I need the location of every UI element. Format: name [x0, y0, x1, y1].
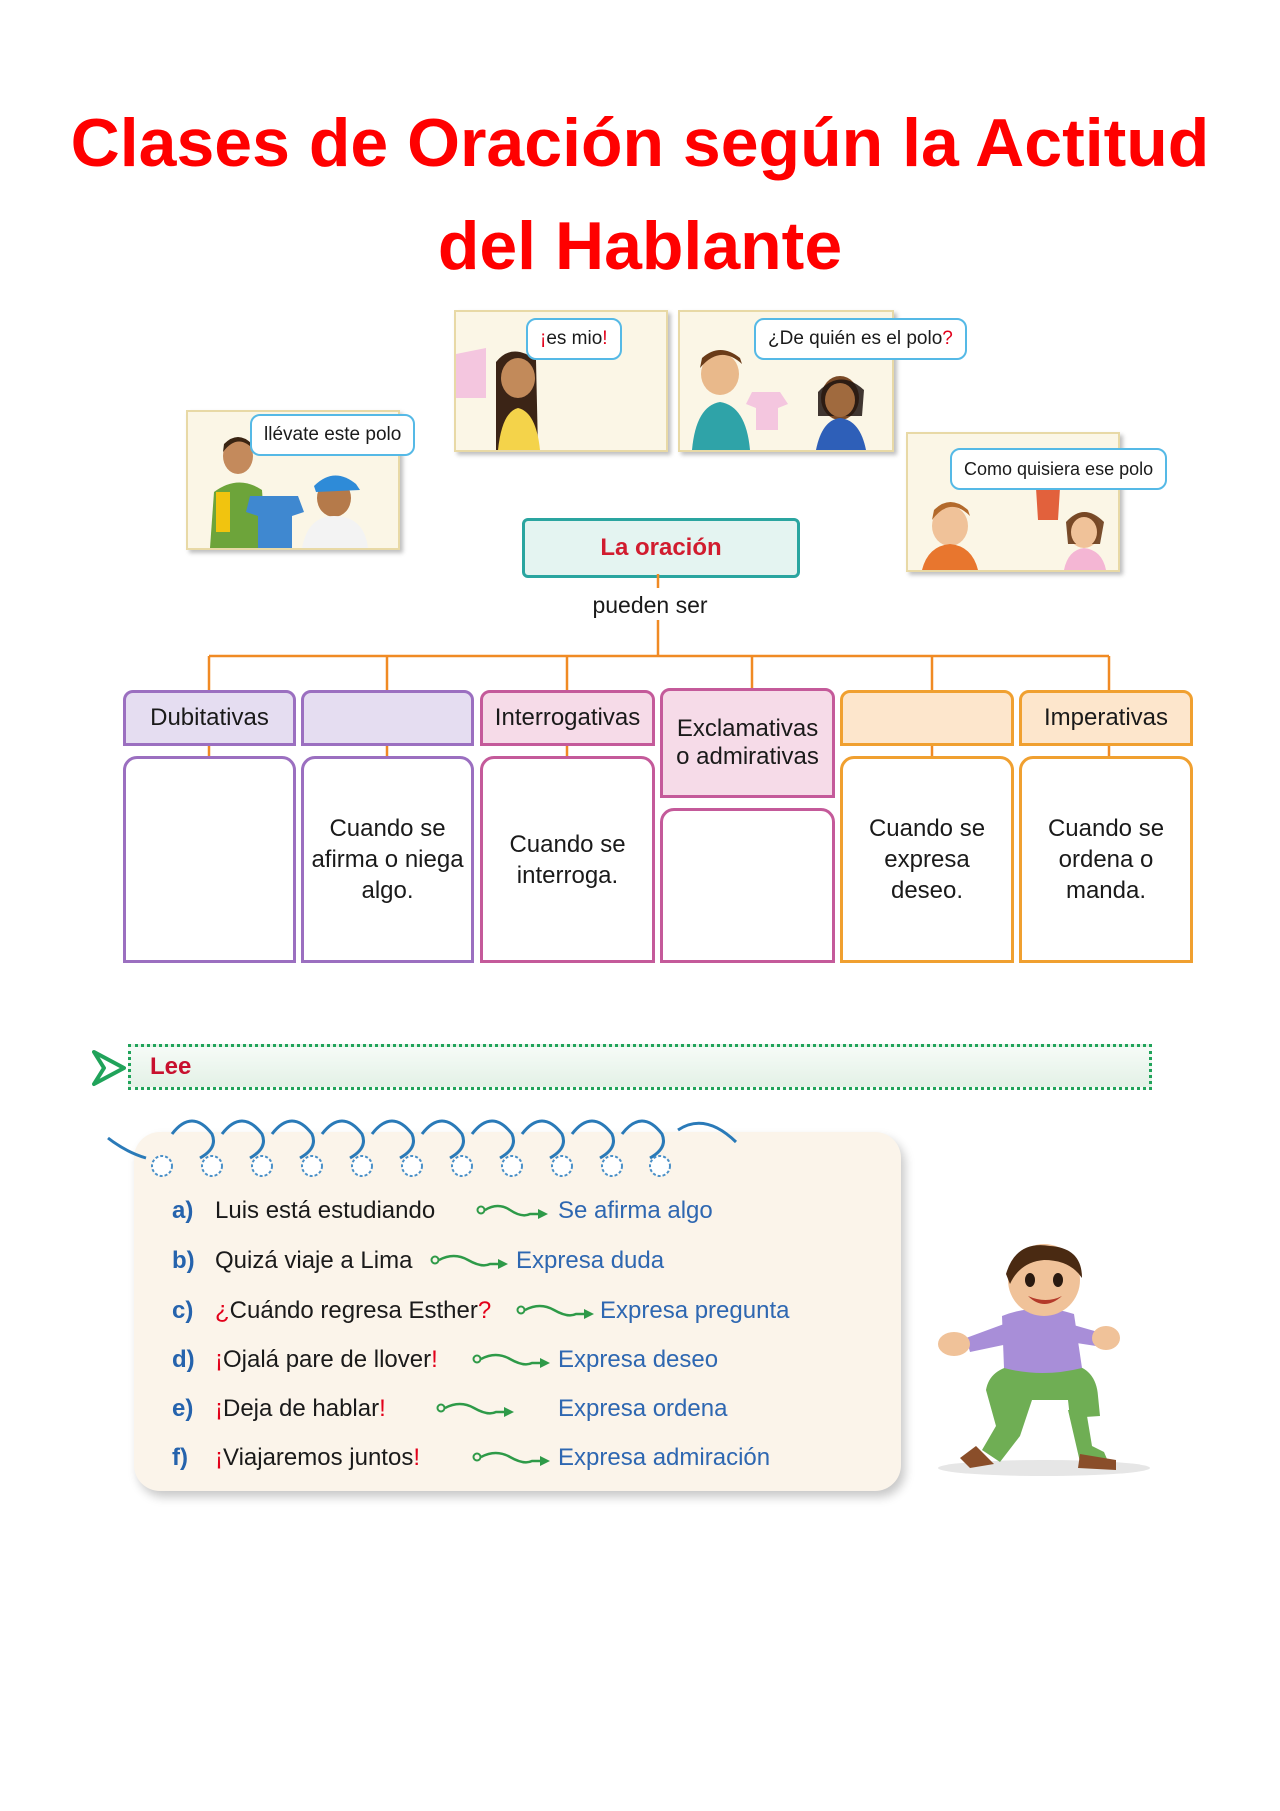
sentence-close-mark: ?: [477, 1297, 492, 1324]
title-line-1: Clases de Oración según la Actitud: [70, 105, 1210, 181]
sentence-close-mark: !: [431, 1346, 438, 1373]
bubble-text-como-quisiera: Como quisiera ese polo: [964, 459, 1154, 479]
category-head-2: [301, 690, 474, 746]
item-sentence: Quizá viaje a Lima: [215, 1246, 412, 1276]
lee-section-label: Lee: [150, 1053, 191, 1081]
lee-label-text: Lee: [150, 1053, 192, 1080]
item-result: Expresa duda: [516, 1247, 665, 1274]
arrow-right-icon: [430, 1254, 508, 1269]
item-letter: d): [172, 1346, 195, 1373]
speech-bubble-es-mio: ¡es mio!: [526, 318, 622, 360]
connector-text: pueden ser: [592, 592, 708, 618]
illustration-panel-de-quien: ¿De quién es el polo?: [678, 310, 967, 452]
arrow-right-icon: [516, 1304, 594, 1319]
sentence-open-mark: ¡: [215, 1395, 223, 1422]
category-body-3: Cuando se interroga.: [480, 756, 655, 963]
category-description-5: Cuando se expresa deseo.: [868, 815, 986, 904]
illustration-panel-llevate: llévate este polo: [186, 410, 416, 550]
bubble-text-de-quien: De quién es el polo: [779, 328, 943, 349]
item-letter: a): [172, 1197, 194, 1224]
item-letter: c): [172, 1297, 194, 1324]
sentence-text: Viajaremos juntos: [223, 1444, 414, 1471]
item-result: Expresa pregunta: [600, 1297, 790, 1324]
illustration-panel-es-mio: ¡es mio!: [454, 310, 668, 452]
sentence-close-mark: !: [379, 1395, 386, 1422]
item-letter: e): [172, 1395, 194, 1422]
sentence-text: Cuándo regresa Esther: [229, 1297, 478, 1324]
illustration-panel-como-quisiera: Como quisiera ese polo: [906, 432, 1168, 572]
category-head-3: Interrogativas: [480, 690, 655, 746]
sentence-text: Ojalá pare de llover: [223, 1346, 432, 1373]
bubble-punct-open: ¡: [540, 328, 547, 349]
sentence-open-mark: ¿: [215, 1297, 230, 1324]
diagram-connectors: [207, 574, 1111, 756]
category-head-5: [840, 690, 1014, 746]
item-sentence: ¡Ojalá pare de llover!: [215, 1345, 438, 1375]
sentence-open-mark: ¡: [215, 1444, 223, 1471]
speech-bubble-llevate: llévate este polo: [250, 414, 416, 456]
notebook-spiral-icon: [107, 1119, 738, 1177]
item-result: Expresa deseo: [558, 1346, 719, 1373]
item-result: Expresa admiración: [558, 1444, 771, 1471]
category-label-6: Imperativas: [1043, 704, 1169, 731]
diagram-root-box: La oración: [522, 518, 800, 578]
diagram-connector-label: pueden ser: [570, 590, 730, 620]
item-sentence: Luis está estudiando: [215, 1196, 435, 1226]
boy-illustration: [938, 1244, 1150, 1476]
item-sentence: ¡Viajaremos juntos!: [215, 1443, 420, 1473]
category-body-6: Cuando se ordena o manda.: [1019, 756, 1193, 963]
title-line-2: del Hablante: [437, 208, 843, 284]
bubble-punct-close: !: [602, 328, 608, 349]
sentence-text: Luis está estudiando: [215, 1197, 436, 1224]
speech-bubble-de-quien: ¿De quién es el polo?: [754, 318, 967, 360]
bubble-text-llevate: llévate este polo: [264, 424, 402, 445]
bubble-text-es-mio: es mio: [546, 328, 603, 349]
sentence-open-mark: ¡: [215, 1346, 223, 1373]
category-description-3: Cuando se interroga.: [509, 830, 626, 889]
item-result: Expresa ordena: [558, 1395, 728, 1422]
arrow-right-icon: [476, 1204, 548, 1219]
category-body-5: Cuando se expresa deseo.: [840, 756, 1014, 963]
category-body-2: Cuando se afirma o niega algo.: [301, 756, 474, 963]
lee-section-bar: [128, 1044, 1152, 1090]
item-sentence: ¡Deja de hablar!: [215, 1394, 386, 1424]
category-description-2: Cuando se afirma o niega algo.: [311, 815, 464, 904]
item-result: Se afirma algo: [558, 1197, 713, 1224]
arrow-right-icon: [436, 1402, 514, 1417]
speech-bubble-como-quisiera: Como quisiera ese polo: [950, 448, 1168, 490]
item-letter: f): [172, 1444, 188, 1471]
sentence-text: Deja de hablar: [223, 1395, 380, 1422]
arrow-right-icon: [92, 1050, 126, 1086]
category-description-6: Cuando se ordena o manda.: [1047, 815, 1165, 904]
category-body-4: [660, 808, 835, 963]
arrow-right-icon: [472, 1353, 550, 1368]
category-head-6: Imperativas: [1019, 690, 1193, 746]
item-sentence: ¿Cuándo regresa Esther?: [215, 1296, 491, 1326]
bubble-punct-close: ?: [942, 328, 953, 349]
page-title: Clases de Oración según la Actitud del H…: [0, 92, 1280, 298]
category-label-1: Dubitativas: [150, 704, 269, 731]
sentence-close-mark: !: [413, 1444, 420, 1471]
bubble-punct-open: ¿: [768, 328, 780, 349]
diagram-root-label: La oración: [600, 534, 722, 561]
category-label-4: Exclamativas o admirativas: [676, 715, 819, 770]
category-label-3: Interrogativas: [494, 704, 641, 731]
category-head-4: Exclamativas o admirativas: [660, 688, 835, 798]
arrow-right-icon: [472, 1451, 550, 1466]
category-body-1: [123, 756, 296, 963]
category-head-1: Dubitativas: [123, 690, 296, 746]
item-letter: b): [172, 1247, 195, 1274]
sentence-text: Quizá viaje a Lima: [215, 1247, 413, 1274]
